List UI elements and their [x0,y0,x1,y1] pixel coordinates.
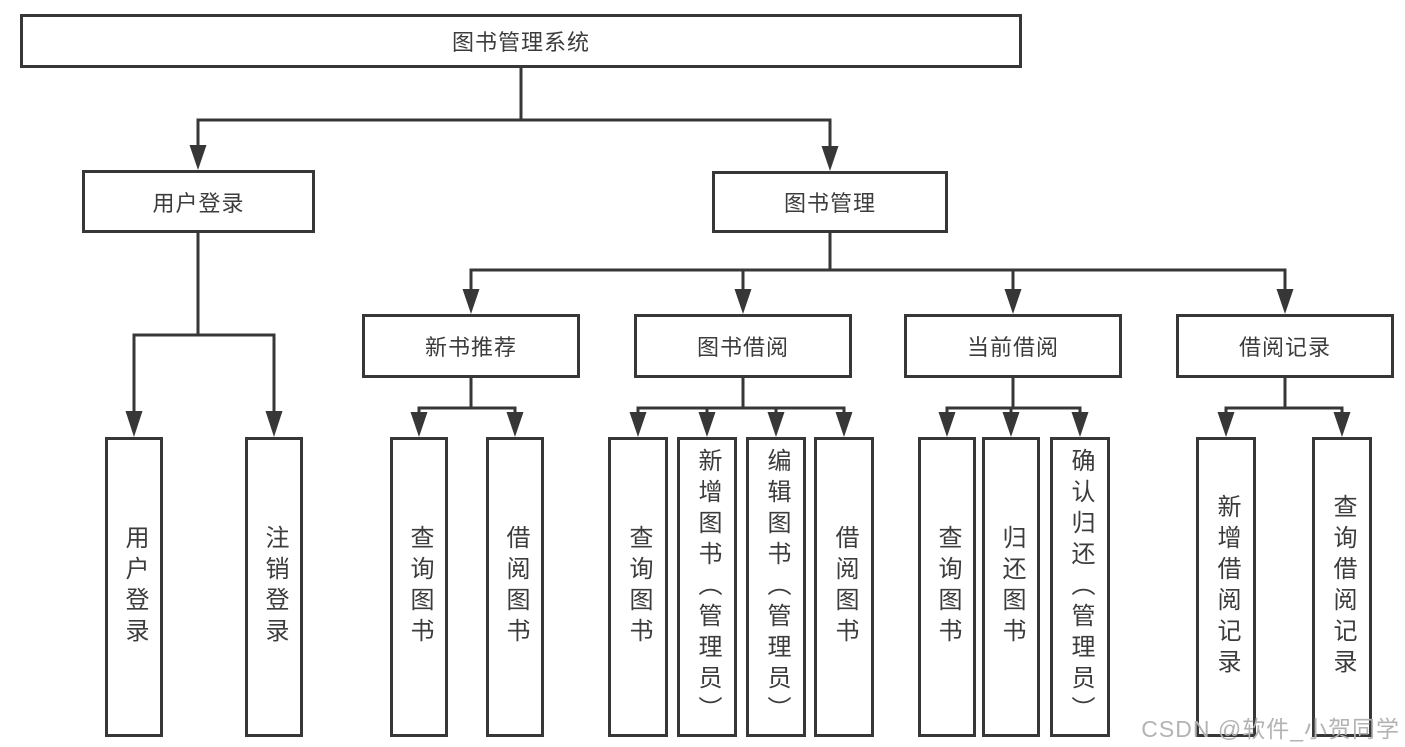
node-borrowing-records: 借阅记录 [1176,314,1394,378]
node-label: 新书推荐 [424,335,517,360]
node-label: 图书管理 [783,191,876,216]
node-library-management-system: 图书管理系统 [20,14,1022,68]
leaf-label: 借阅图书 [502,525,529,649]
leaf-label: 查询图书 [625,525,652,649]
leaf-query-books-3: 查询图书 [918,437,976,737]
leaf-borrow-books-2: 借阅图书 [814,437,874,737]
node-new-book-recommendation: 新书推荐 [362,314,580,378]
leaf-confirm-return-admin: 确认归还（管理员） [1050,437,1110,737]
leaf-edit-books-admin: 编辑图书（管理员） [746,437,806,737]
leaf-add-books-admin: 新增图书（管理员） [677,437,737,737]
node-label: 图书借阅 [696,335,789,360]
leaf-label: 编辑图书（管理员） [763,447,790,727]
node-book-borrowing: 图书借阅 [634,314,852,378]
leaf-query-books-1: 查询图书 [390,437,448,737]
leaf-label: 查询图书 [934,525,961,649]
leaf-return-books: 归还图书 [982,437,1040,737]
leaf-borrow-books-1: 借阅图书 [486,437,544,737]
csdn-watermark: CSDN @软件_小贺同学 [1141,716,1400,742]
leaf-label: 借阅图书 [831,525,858,649]
node-current-borrowing: 当前借阅 [904,314,1122,378]
leaf-label: 查询借阅记录 [1329,494,1356,680]
leaf-label: 新增借阅记录 [1213,494,1240,680]
leaf-add-borrow-record: 新增借阅记录 [1196,437,1256,737]
leaf-label: 查询图书 [406,525,433,649]
node-book-management: 图书管理 [712,171,948,233]
node-label: 借阅记录 [1238,335,1331,360]
leaf-query-borrow-record: 查询借阅记录 [1312,437,1372,737]
node-user-login: 用户登录 [82,170,315,233]
leaf-label: 注销登录 [261,525,288,649]
node-label: 图书管理系统 [451,30,590,55]
leaf-logout: 注销登录 [245,437,303,737]
leaf-user-login: 用户登录 [105,437,163,737]
node-label: 当前借阅 [966,335,1059,360]
leaf-label: 用户登录 [121,525,148,649]
leaf-query-books-2: 查询图书 [608,437,668,737]
leaf-label: 新增图书（管理员） [694,447,721,727]
leaf-label: 归还图书 [998,525,1025,649]
leaf-label: 确认归还（管理员） [1067,447,1094,727]
node-label: 用户登录 [152,190,245,216]
